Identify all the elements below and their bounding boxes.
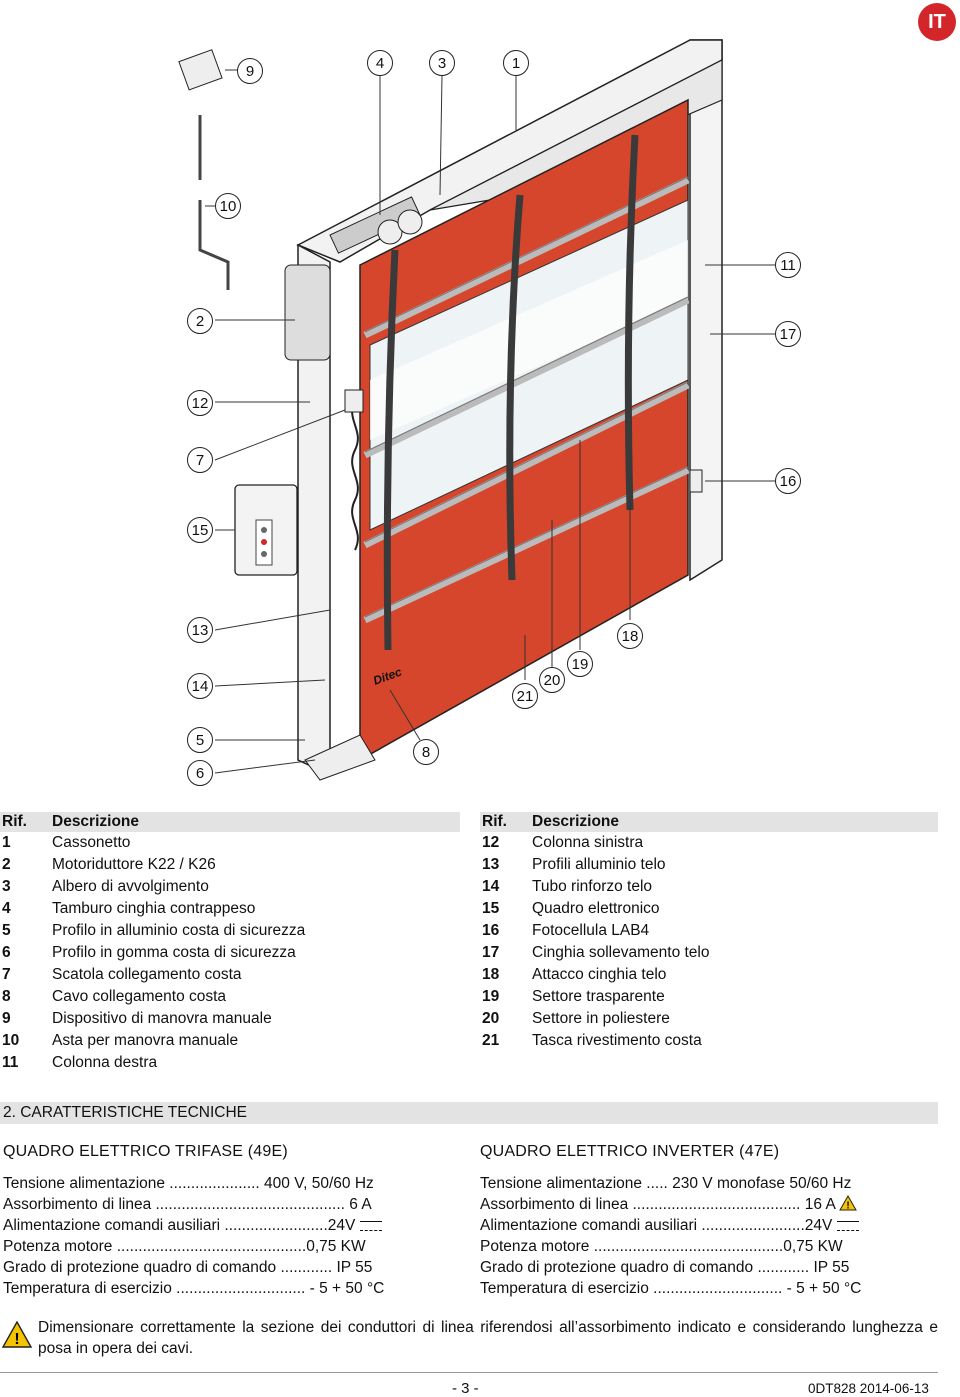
callout-16: 16	[775, 468, 801, 494]
callout-5: 5	[187, 727, 213, 753]
warning-text: Dimensionare correttamente la sezione de…	[38, 1319, 938, 1357]
bottom-bracket	[304, 734, 376, 781]
photocell	[689, 469, 703, 493]
callout-14: 14	[187, 673, 213, 699]
footer-divider	[0, 1372, 938, 1373]
document-code: 0DT828 2014-06-13	[808, 1381, 929, 1396]
callout-15: 15	[187, 517, 213, 543]
callout-3: 3	[429, 50, 455, 76]
dc-symbol-icon	[836, 1220, 859, 1231]
svg-text:!: !	[847, 1201, 850, 1212]
callout-12: 12	[187, 390, 213, 416]
spec-right: Tensione alimentazione ..... 230 V monof…	[480, 1173, 938, 1299]
spec-line: Tensione alimentazione ..... 230 V monof…	[480, 1175, 852, 1192]
spec-line: Grado di protezione quadro di comando ..…	[3, 1259, 373, 1276]
callout-13: 13	[187, 617, 213, 643]
callout-19: 19	[567, 651, 593, 677]
dc-symbol-icon	[359, 1220, 382, 1231]
door-illustration: Ditec	[178, 39, 775, 781]
warning-note: ! Dimensionare correttamente la sezione …	[0, 1317, 938, 1359]
callout-7: 7	[187, 447, 213, 473]
callout-2: 2	[187, 308, 213, 334]
language-badge: IT	[918, 3, 956, 41]
section-title: 2. CARATTERISTICHE TECNICHE	[0, 1102, 938, 1124]
callout-9: 9	[237, 58, 263, 84]
callout-17: 17	[775, 321, 801, 347]
spec-line: Potenza motore .........................…	[480, 1238, 843, 1255]
callout-1: 1	[503, 50, 529, 76]
lifting-straps	[383, 134, 639, 651]
warning-icon: !	[2, 1321, 32, 1348]
coiled-cable	[351, 399, 359, 551]
callout-8: 8	[413, 739, 439, 765]
spec-line: Tensione alimentazione .................…	[3, 1175, 374, 1192]
spec-line: Temperatura di esercizio ...............…	[3, 1280, 385, 1297]
spec-line: Temperatura di esercizio ...............…	[480, 1280, 862, 1297]
motor	[284, 264, 331, 361]
spec-left-title: QUADRO ELETTRICO TRIFASE (49E)	[3, 1143, 288, 1160]
spec-line: Alimentazione comandi ausiliari ........…	[480, 1215, 938, 1236]
page-number: - 3 -	[452, 1380, 479, 1397]
callout-6: 6	[187, 760, 213, 786]
callout-10: 10	[215, 193, 241, 219]
warning-icon: !	[839, 1194, 858, 1212]
legend-header: Rif.Descrizione	[480, 812, 938, 832]
spec-right-title: QUADRO ELETTRICO INVERTER (47E)	[480, 1143, 780, 1160]
leader-lines	[205, 69, 775, 774]
spec-line: Grado di protezione quadro di comando ..…	[480, 1259, 850, 1276]
svg-text:!: !	[14, 1331, 19, 1348]
callout-21: 21	[512, 683, 538, 709]
callout-11: 11	[775, 252, 801, 278]
manual-rod	[198, 115, 230, 290]
callout-20: 20	[539, 667, 565, 693]
spec-line: Alimentazione comandi ausiliari ........…	[3, 1215, 443, 1236]
callout-18: 18	[617, 623, 643, 649]
right-column	[689, 39, 723, 582]
spec-left: Tensione alimentazione .................…	[3, 1173, 443, 1299]
spec-line: Potenza motore .........................…	[3, 1238, 366, 1255]
callout-4: 4	[367, 50, 393, 76]
spec-line: Assorbimento di linea ..................…	[480, 1194, 938, 1215]
legend-header: Rif.Descrizione	[0, 812, 460, 832]
spec-line: Assorbimento di linea ..................…	[3, 1196, 372, 1213]
manual-device	[178, 49, 223, 91]
